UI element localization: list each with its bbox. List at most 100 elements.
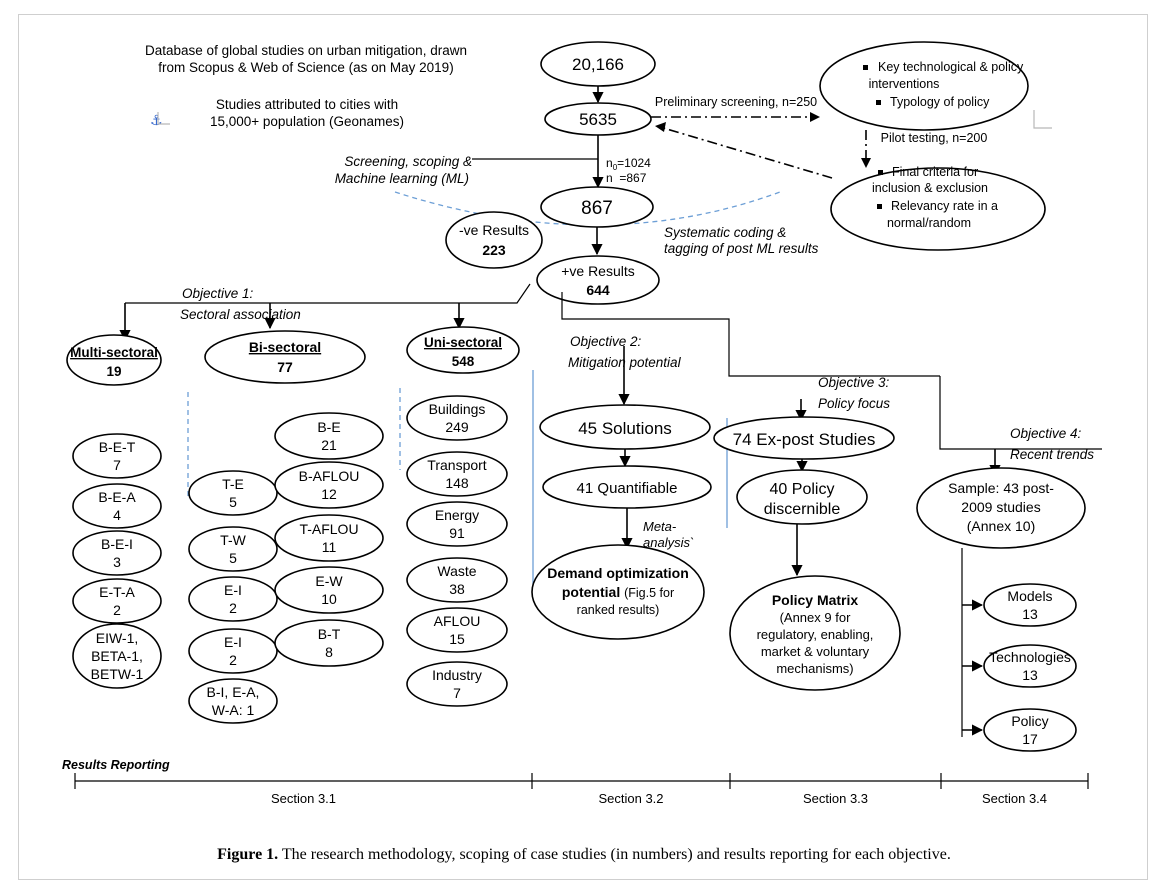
coding-label-line1: Systematic coding & xyxy=(664,225,786,240)
uni-item-2-line-1: Transport xyxy=(427,457,487,473)
bi-right-item-4-line-2: 10 xyxy=(321,591,337,607)
multi-item-4-shape xyxy=(72,578,162,624)
coding-label-line2: tagging of post ML results xyxy=(664,241,819,256)
multi-item-2-shape xyxy=(72,483,162,529)
bullet-icon xyxy=(863,65,868,70)
bi-sectoral-node xyxy=(204,330,366,384)
bullet-icon xyxy=(876,100,881,105)
bi-left-item-5: B-I, E-A,W-A: 1 xyxy=(188,678,278,724)
caption-text: The research methodology, scoping of cas… xyxy=(278,846,951,863)
multi-item-4-line-1: E-T-A xyxy=(99,584,135,600)
uni-item-2-line-2: 148 xyxy=(445,475,469,491)
multi-item-3-line-2: 3 xyxy=(113,554,121,570)
uni-sectoral-node xyxy=(406,326,520,374)
trend-item-1: Models 13 xyxy=(983,583,1077,627)
multi-item-5-line-3: BETW-1 xyxy=(91,666,144,682)
bi-left-item-5-shape xyxy=(188,678,278,724)
sample-line3: (Annex 10) xyxy=(967,518,1035,534)
bi-right-item-4: E-W 10 xyxy=(274,566,384,614)
multi-item-5-line-2: BETA-1, xyxy=(91,648,143,664)
bullet-icon xyxy=(877,204,882,209)
uni-item-6-line-2: 7 xyxy=(453,685,461,701)
objective2-3-connector xyxy=(561,292,940,377)
feedback-arrowhead xyxy=(655,122,666,132)
cities-label-line2: 15,000+ population (Geonames) xyxy=(210,114,404,129)
bi-left-item-3-line-1: E-I xyxy=(224,582,242,598)
multi-item-4-line-2: 2 xyxy=(113,602,121,618)
feedback-arrow xyxy=(659,126,833,179)
database-label-line1: Database of global studies on urban miti… xyxy=(145,43,467,58)
key-box-line2: interventions xyxy=(869,77,940,91)
meta-label-line2: analysis` xyxy=(643,535,694,550)
multi-item-1-line-2: 7 xyxy=(113,457,121,473)
uni-sectoral-count: 548 xyxy=(452,354,475,369)
cities-label-line1: Studies attributed to cities with xyxy=(216,97,398,112)
multi-item-3: B-E-I3 xyxy=(72,530,162,576)
multi-sectoral-node xyxy=(66,334,162,386)
bi-left-item-5-line-2: W-A: 1 xyxy=(212,702,255,718)
bi-sectoral-count: 77 xyxy=(277,359,293,375)
multi-item-3-shape xyxy=(72,530,162,576)
bi-right-item-5-line-2: 8 xyxy=(325,644,333,660)
bi-right-item-4-line-1: E-W xyxy=(315,573,343,589)
bullet-icon xyxy=(878,170,883,175)
objective1-subtitle: Sectoral association xyxy=(180,307,301,322)
uni-item-6: Industry 7 xyxy=(406,661,508,707)
final-box-line1: Final criteria for xyxy=(892,165,978,179)
meta-label-line1: Meta- xyxy=(643,519,677,534)
trend-item-1-line-1: Models xyxy=(1007,588,1052,604)
multi-sectoral-items: B-E-T7B-E-A4B-E-I3E-T-A2EIW-1,BETA-1,BET… xyxy=(72,433,162,689)
objective1-title: Objective 1: xyxy=(182,286,254,301)
expost-label: 74 Ex-post Studies xyxy=(733,430,876,449)
bi-left-item-4-line-2: 2 xyxy=(229,652,237,668)
matrix-line3: regulatory, enabling, xyxy=(757,627,874,642)
trend-item-1-line-2: 13 xyxy=(1022,606,1038,622)
section-label-1: Section 3.1 xyxy=(271,791,336,806)
bi-right-item-2-shape xyxy=(274,461,384,509)
uni-item-1-shape xyxy=(406,395,508,441)
uni-item-5-shape xyxy=(406,607,508,653)
prelim-arrowhead xyxy=(810,112,820,122)
n0-label: n0=1024 xyxy=(606,156,651,172)
bi-left-item-2-line-2: 5 xyxy=(229,550,237,566)
uni-item-4-line-2: 38 xyxy=(449,581,465,597)
objective4-subtitle: Recent trends xyxy=(1010,447,1094,462)
multi-item-1-shape xyxy=(72,433,162,479)
bi-left-item-1-line-1: T-E xyxy=(222,476,244,492)
bi-left-item-1-line-2: 5 xyxy=(229,494,237,510)
multi-item-5: EIW-1,BETA-1,BETW-1 xyxy=(72,623,162,689)
demand-optimization-node xyxy=(531,544,705,640)
screening-label-line2: Machine learning (ML) xyxy=(335,171,469,186)
bi-left-item-4-line-1: E-I xyxy=(224,634,242,650)
trend-item-2-line-2: 13 xyxy=(1022,667,1038,683)
uni-item-3-line-2: 91 xyxy=(449,525,465,541)
objective3-title: Objective 3: xyxy=(818,375,890,390)
final-criteria-node xyxy=(830,167,1046,251)
uni-item-6-line-1: Industry xyxy=(432,667,482,683)
discernible-line1: 40 Policy xyxy=(770,481,835,498)
multi-item-2-line-1: B-E-A xyxy=(98,489,136,505)
bi-left-item-1: T-E 5 xyxy=(188,470,278,516)
demand-line1: Demand optimization xyxy=(547,565,689,581)
bi-right-item-3-shape xyxy=(274,514,384,562)
uni-item-2-shape xyxy=(406,451,508,497)
anchor-icon: ⚓ xyxy=(150,112,163,128)
objective1-connector xyxy=(125,283,531,304)
uni-item-6-shape xyxy=(406,661,508,707)
policy-matrix-node xyxy=(729,575,901,691)
multi-item-1-line-1: B-E-T xyxy=(99,439,136,455)
negative-count: 223 xyxy=(482,242,506,258)
demand-line2: potential (Fig.5 for xyxy=(562,584,674,600)
matrix-line2: (Annex 9 for xyxy=(780,610,851,625)
bi-left-item-4: E-I 2 xyxy=(188,628,278,674)
objective3-subtitle: Policy focus xyxy=(818,396,890,411)
database-count: 20,166 xyxy=(572,55,624,74)
section-label-3: Section 3.3 xyxy=(803,791,868,806)
